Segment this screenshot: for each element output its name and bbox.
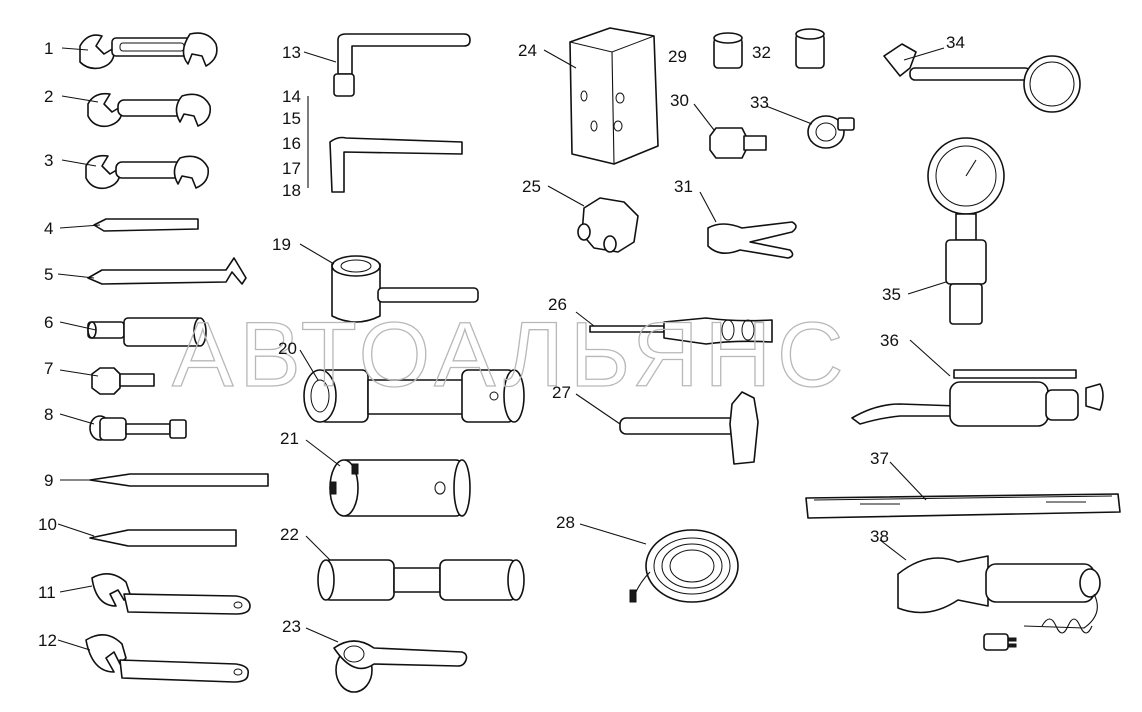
- cable-coil-28: [629, 529, 739, 603]
- slotted-socket-21: [329, 459, 471, 517]
- hex-adapter-25: [577, 197, 639, 253]
- callout-20: 20: [278, 339, 297, 358]
- watermark-text: АВТОАЛЬЯНС: [172, 304, 850, 406]
- callout-9: 9: [44, 471, 53, 490]
- callout-15: 15: [282, 109, 301, 128]
- hex-bit-30: [709, 127, 767, 159]
- callout-28: 28: [556, 513, 575, 532]
- callout-13: 13: [282, 43, 301, 62]
- callout-33: 33: [750, 93, 769, 112]
- hex-key-14-18: [307, 96, 463, 193]
- double-socket-20: [303, 369, 525, 423]
- hook-spanner-11: [91, 573, 251, 615]
- open-end-wrench-1: [79, 32, 218, 70]
- callout-numbers: 1 2 3 4 5 6 7 8 9 10 11 12 13 14 15 16 1…: [38, 33, 965, 650]
- pliers-31: [707, 221, 797, 259]
- socket-extension-6: [87, 317, 207, 347]
- callout-19: 19: [272, 235, 291, 254]
- callout-25: 25: [522, 177, 541, 196]
- callout-4: 4: [44, 219, 53, 238]
- drift-10: [89, 529, 237, 547]
- l-socket-wrench-13: [333, 33, 471, 97]
- nut-adapter-7: [91, 367, 155, 395]
- work-lamp-38: [897, 555, 1101, 651]
- callout-37: 37: [870, 449, 889, 468]
- callout-36: 36: [880, 331, 899, 350]
- callout-32: 32: [752, 43, 771, 62]
- callout-2: 2: [44, 87, 53, 106]
- callout-23: 23: [282, 617, 301, 636]
- callout-1: 1: [44, 39, 53, 58]
- callout-8: 8: [44, 405, 53, 424]
- callout-22: 22: [280, 525, 299, 544]
- socket-driver-8: [89, 415, 187, 441]
- pin-socket-22: [317, 559, 525, 601]
- flat-blade-4: [93, 218, 199, 232]
- socket-29: [713, 32, 743, 69]
- callout-29: 29: [668, 47, 687, 66]
- measuring-ruler-37: [805, 493, 1121, 519]
- tire-pressure-gauge-34: [883, 43, 1081, 113]
- drift-9: [89, 473, 269, 487]
- callout-38: 38: [870, 527, 889, 546]
- leader-lines: [57, 47, 951, 651]
- callout-24: 24: [518, 41, 537, 60]
- callout-3: 3: [44, 151, 53, 170]
- callout-12: 12: [38, 631, 57, 650]
- open-end-wrench-3: [85, 154, 210, 190]
- pry-bar-5: [87, 257, 247, 285]
- callout-14: 14: [282, 87, 301, 106]
- callout-18: 18: [282, 181, 301, 200]
- pressure-gauge-35: [927, 137, 1005, 325]
- callout-26: 26: [548, 295, 567, 314]
- callout-16: 16: [282, 134, 301, 153]
- hex-tube-24: [569, 27, 659, 165]
- callout-10: 10: [38, 515, 57, 534]
- box-socket-19: [331, 255, 479, 323]
- grease-gun-36: [851, 369, 1104, 427]
- callout-11: 11: [38, 583, 56, 602]
- callout-27: 27: [552, 383, 571, 402]
- hammer-27: [619, 391, 759, 465]
- callout-5: 5: [44, 265, 53, 284]
- spanner-socket-23: [333, 640, 468, 693]
- callout-7: 7: [44, 359, 53, 378]
- screwdriver-26: [589, 317, 773, 345]
- callout-6: 6: [44, 313, 53, 332]
- callout-17: 17: [282, 159, 301, 178]
- open-end-wrench-2: [87, 92, 212, 128]
- callout-34: 34: [946, 33, 965, 52]
- threaded-adapter-33: [807, 115, 855, 149]
- callout-31: 31: [674, 177, 693, 196]
- callout-30: 30: [670, 91, 689, 110]
- callout-21: 21: [280, 429, 299, 448]
- hook-spanner-12: [85, 634, 250, 683]
- callout-35: 35: [882, 285, 901, 304]
- socket-32: [795, 28, 825, 69]
